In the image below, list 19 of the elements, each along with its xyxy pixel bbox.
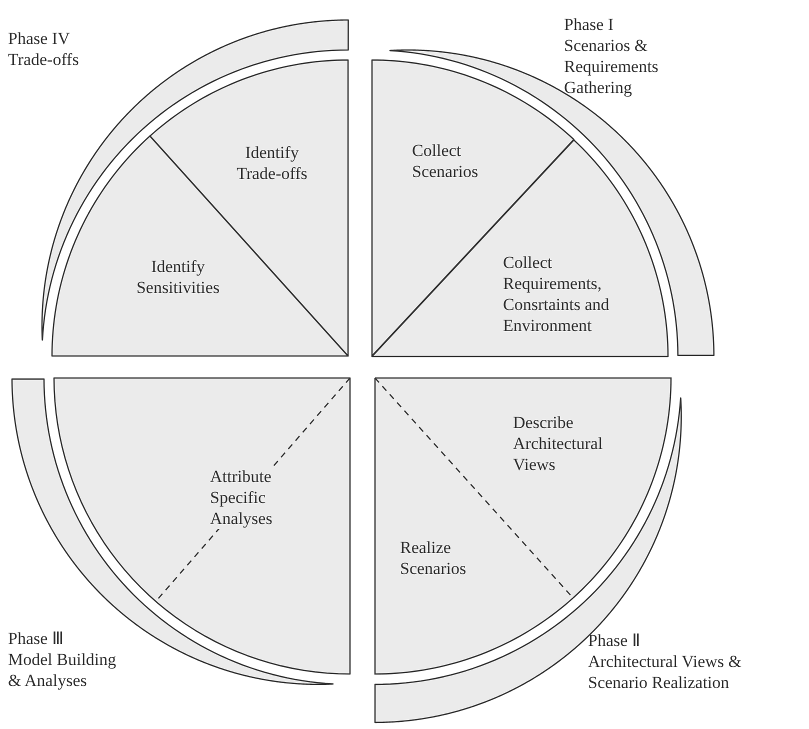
phase-number: Phase IV — [8, 28, 70, 49]
segment-label: Identify Sensitivities — [135, 256, 221, 298]
segment-label: Collect Requirements, Consrtaints and Environment — [503, 252, 610, 336]
phase-name: Model Building & Analyses — [8, 649, 118, 691]
segment-label: Realize Scenarios — [400, 537, 468, 579]
sector-segment — [54, 378, 350, 674]
segment-label: Collect Scenarios — [412, 140, 480, 182]
phase-name: Scenarios & Requirements Gathering — [564, 35, 660, 98]
sector-segment — [372, 140, 668, 356]
sector-segment — [375, 378, 671, 598]
phase-number: Phase I — [564, 14, 614, 35]
phase-number: Phase Ⅱ — [588, 630, 640, 651]
sector-segment — [52, 136, 348, 356]
phase-number: Phase Ⅲ — [8, 628, 64, 649]
segment-label: Describe Architectural Views — [513, 412, 604, 475]
segment-label: Identify Trade-offs — [236, 142, 308, 184]
phase-name: Trade-offs — [8, 49, 79, 70]
phase-name: Architectural Views & Scenario Realization — [588, 651, 743, 693]
phase-band — [390, 50, 714, 356]
